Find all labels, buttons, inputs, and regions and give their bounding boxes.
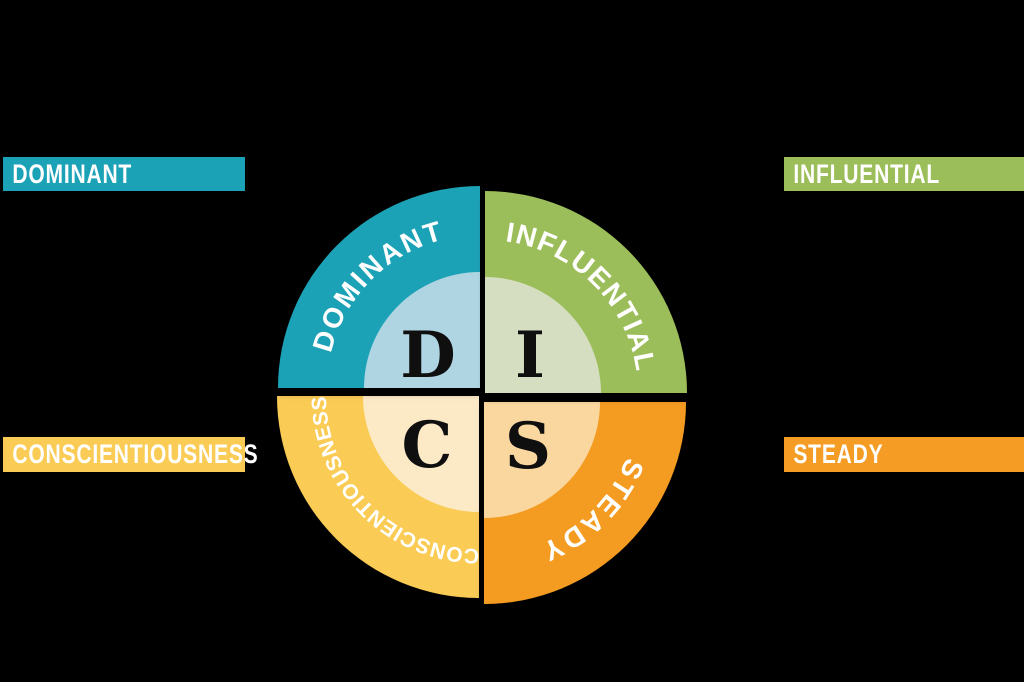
center-letter-i: I xyxy=(515,318,545,393)
wheel-quadrant-conscientiousness: CONSCIENTIOUSNESS xyxy=(277,395,479,598)
label-bar-dominant: DOMINANT xyxy=(3,157,245,191)
inner-sector-dominant xyxy=(364,272,480,388)
label-bar-influential-text: INFLUENTIAL xyxy=(793,158,940,189)
wheel-quadrant-dominant: DOMINANT xyxy=(278,186,480,388)
inner-sector-steady xyxy=(484,402,600,518)
label-bar-influential: INFLUENTIAL xyxy=(784,157,1024,191)
center-letter-s: S xyxy=(505,409,551,484)
label-bar-steady-text: STEADY xyxy=(793,439,884,469)
label-bar-conscientiousness-text: CONSCIENTIOUSNESS xyxy=(12,439,259,469)
inner-sector-conscientiousness xyxy=(363,396,479,512)
label-bar-steady: STEADY xyxy=(784,437,1024,472)
label-bar-conscientiousness: CONSCIENTIOUSNESS xyxy=(3,437,258,472)
center-letter-d: D xyxy=(400,318,456,393)
inner-sector-influential xyxy=(485,277,601,393)
center-letter-c: C xyxy=(402,408,453,483)
wheel-quadrant-steady: STEADY xyxy=(484,402,686,604)
label-bar-dominant-text: DOMINANT xyxy=(12,158,133,189)
